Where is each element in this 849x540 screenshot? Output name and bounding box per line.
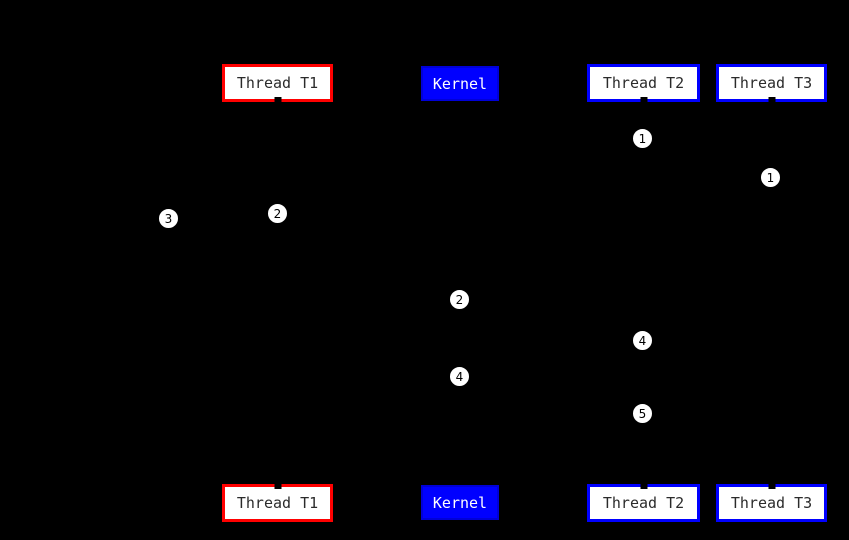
participant-label-thread-t2-top: Thread T2 (602, 74, 685, 92)
participant-box-thread-t1-bottom: Thread T1 (222, 484, 333, 522)
participant-label-thread-t3-top: Thread T3 (730, 74, 813, 92)
participant-label-thread-t2-bottom: Thread T2 (602, 494, 685, 512)
participant-box-thread-t3-bottom: Thread T3 (716, 484, 827, 522)
step-marker-4a: 4 (449, 366, 470, 387)
participant-label-thread-t3-bottom: Thread T3 (730, 494, 813, 512)
step-marker-5: 5 (632, 403, 653, 424)
step-marker-2b: 2 (449, 289, 470, 310)
participant-label-thread-t1-top: Thread T1 (236, 74, 319, 92)
step-marker-4b: 4 (632, 330, 653, 351)
lifeline-notch (640, 97, 647, 102)
participant-box-thread-t1-top: Thread T1 (222, 64, 333, 102)
lifeline-notch (768, 484, 775, 489)
participant-box-thread-t2-bottom: Thread T2 (587, 484, 700, 522)
step-marker-1b: 1 (760, 167, 781, 188)
participant-label-kernel-top: Kernel (432, 74, 488, 93)
lifeline-notch (768, 97, 775, 102)
participant-label-thread-t1-bottom: Thread T1 (236, 494, 319, 512)
lifeline-notch (640, 484, 647, 489)
step-marker-3: 3 (158, 208, 179, 229)
participant-box-thread-t3-top: Thread T3 (716, 64, 827, 102)
lifeline-notch (274, 97, 281, 102)
participant-label-kernel-bottom: Kernel (432, 493, 488, 512)
lifeline-notch (274, 484, 281, 489)
step-marker-2a: 2 (267, 203, 288, 224)
step-marker-1a: 1 (632, 128, 653, 149)
participant-box-thread-t2-top: Thread T2 (587, 64, 700, 102)
participant-box-kernel-bottom: Kernel (421, 485, 499, 520)
participant-box-kernel-top: Kernel (421, 66, 499, 101)
